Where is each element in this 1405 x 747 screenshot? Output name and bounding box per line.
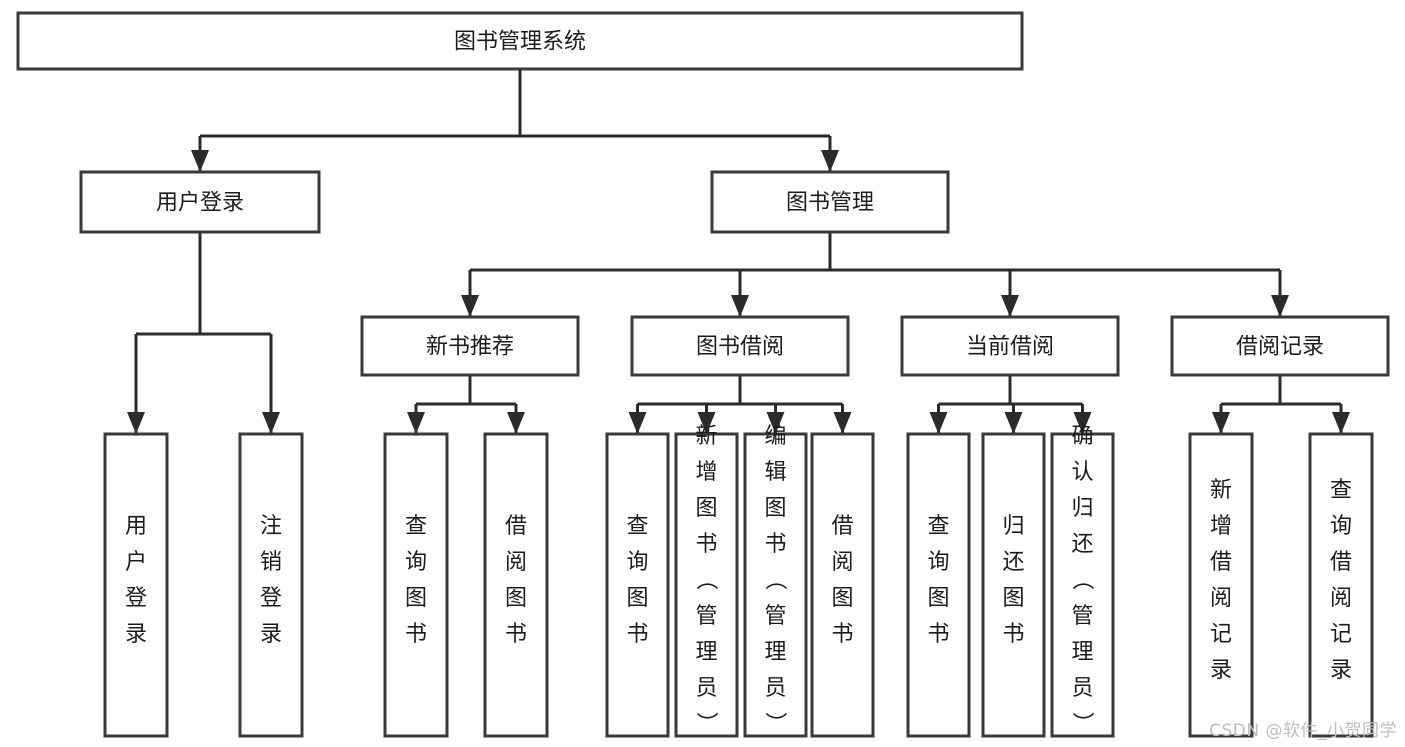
node-root-label: 图书管理系统 — [454, 30, 586, 55]
node-leaf-1-box[interactable] — [238, 432, 304, 738]
node-leaf-5-label: 新增图书（管理员） — [695, 424, 718, 737]
connector-arrow-icon — [127, 412, 145, 434]
connector-arrow-icon — [1001, 295, 1019, 317]
node-leaf-6-label: 编辑图书（管理员） — [764, 424, 787, 737]
node-leaf-12-label: 查询借阅记录 — [1330, 478, 1352, 683]
node-leaf-10-box[interactable] — [1050, 432, 1115, 738]
nodes-layer: 图书管理系统用户登录图书管理新书推荐图书借阅当前借阅借阅记录用户登录注销登录查询… — [16, 11, 1390, 738]
node-leaf-0-label: 用户登录 — [125, 514, 147, 647]
connector-arrow-icon — [1332, 412, 1350, 434]
node-leaf-9[interactable]: 归还图书 — [981, 432, 1046, 738]
node-leaf-7-box[interactable] — [810, 432, 875, 738]
node-leaf-5[interactable]: 新增图书（管理员） — [674, 424, 739, 738]
connector-arrow-icon — [1073, 412, 1092, 434]
node-leaf-12[interactable]: 查询借阅记录 — [1308, 432, 1374, 738]
node-leaf-6-box[interactable] — [743, 432, 808, 738]
connector-arrow-icon — [628, 412, 647, 434]
node-leaf-4[interactable]: 查询图书 — [605, 432, 670, 738]
connector-arrow-icon — [262, 412, 280, 434]
connector-arrow-icon — [507, 412, 525, 434]
connector-arrow-icon — [461, 295, 479, 317]
node-level3-0[interactable]: 新书推荐 — [360, 315, 580, 377]
node-leaf-0-box[interactable] — [103, 432, 169, 738]
connector-arrow-icon — [191, 150, 209, 172]
node-level3-1-label: 图书借阅 — [696, 335, 784, 360]
node-level3-2[interactable]: 当前借阅 — [900, 315, 1120, 377]
node-leaf-2-label: 查询图书 — [405, 514, 427, 647]
node-leaf-3-label: 借阅图书 — [505, 514, 527, 647]
node-level2-1[interactable]: 图书管理 — [710, 170, 950, 234]
connector-arrow-icon — [697, 412, 716, 434]
connector-arrow-icon — [1004, 412, 1023, 434]
node-leaf-10-label: 确认归还（管理员） — [1071, 424, 1094, 737]
node-level2-1-label: 图书管理 — [786, 191, 874, 216]
node-leaf-2-box[interactable] — [383, 432, 449, 738]
node-root-box[interactable] — [16, 11, 1024, 71]
node-leaf-5-box[interactable] — [674, 432, 739, 738]
node-leaf-7[interactable]: 借阅图书 — [810, 432, 875, 738]
csdn-watermark: CSDN @软件_小贺同学 — [1209, 721, 1397, 741]
node-leaf-11-box[interactable] — [1188, 432, 1254, 738]
node-leaf-8[interactable]: 查询图书 — [906, 432, 971, 738]
node-level3-3-box[interactable] — [1170, 315, 1390, 377]
node-leaf-9-label: 归还图书 — [1002, 514, 1024, 647]
node-level3-2-label: 当前借阅 — [966, 335, 1054, 360]
connector-arrow-icon — [833, 412, 852, 434]
node-leaf-10[interactable]: 确认归还（管理员） — [1050, 424, 1115, 738]
node-level3-0-label: 新书推荐 — [426, 335, 514, 360]
node-leaf-7-label: 借阅图书 — [831, 514, 853, 647]
connector-arrow-icon — [1271, 295, 1289, 317]
node-level3-0-box[interactable] — [360, 315, 580, 377]
node-leaf-4-label: 查询图书 — [626, 514, 648, 647]
connector-arrow-icon — [407, 412, 425, 434]
node-root[interactable]: 图书管理系统 — [16, 11, 1024, 71]
node-leaf-4-box[interactable] — [605, 432, 670, 738]
node-leaf-12-box[interactable] — [1308, 432, 1374, 738]
node-level3-2-box[interactable] — [900, 315, 1120, 377]
node-leaf-3-box[interactable] — [483, 432, 549, 738]
node-leaf-8-box[interactable] — [906, 432, 971, 738]
node-leaf-11-label: 新增借阅记录 — [1210, 478, 1232, 683]
connector-arrow-icon — [821, 150, 839, 172]
node-leaf-1[interactable]: 注销登录 — [238, 432, 304, 738]
node-level2-0-box[interactable] — [79, 170, 321, 234]
node-level3-1-box[interactable] — [630, 315, 850, 377]
connector-arrow-icon — [929, 412, 948, 434]
connector-arrow-icon — [766, 412, 785, 434]
node-leaf-1-label: 注销登录 — [260, 514, 282, 647]
node-leaf-9-box[interactable] — [981, 432, 1046, 738]
node-leaf-6[interactable]: 编辑图书（管理员） — [743, 424, 808, 738]
node-level3-3[interactable]: 借阅记录 — [1170, 315, 1390, 377]
connectors-layer — [127, 69, 1350, 434]
connector-arrow-icon — [731, 295, 749, 317]
node-leaf-11[interactable]: 新增借阅记录 — [1188, 432, 1254, 738]
node-level3-1[interactable]: 图书借阅 — [630, 315, 850, 377]
node-level2-0-label: 用户登录 — [156, 191, 244, 216]
node-leaf-0[interactable]: 用户登录 — [103, 432, 169, 738]
node-level2-0[interactable]: 用户登录 — [79, 170, 321, 234]
node-level3-3-label: 借阅记录 — [1236, 335, 1324, 360]
node-leaf-8-label: 查询图书 — [927, 514, 949, 647]
node-level2-1-box[interactable] — [710, 170, 950, 234]
node-leaf-2[interactable]: 查询图书 — [383, 432, 449, 738]
node-leaf-3[interactable]: 借阅图书 — [483, 432, 549, 738]
connector-arrow-icon — [1212, 412, 1230, 434]
